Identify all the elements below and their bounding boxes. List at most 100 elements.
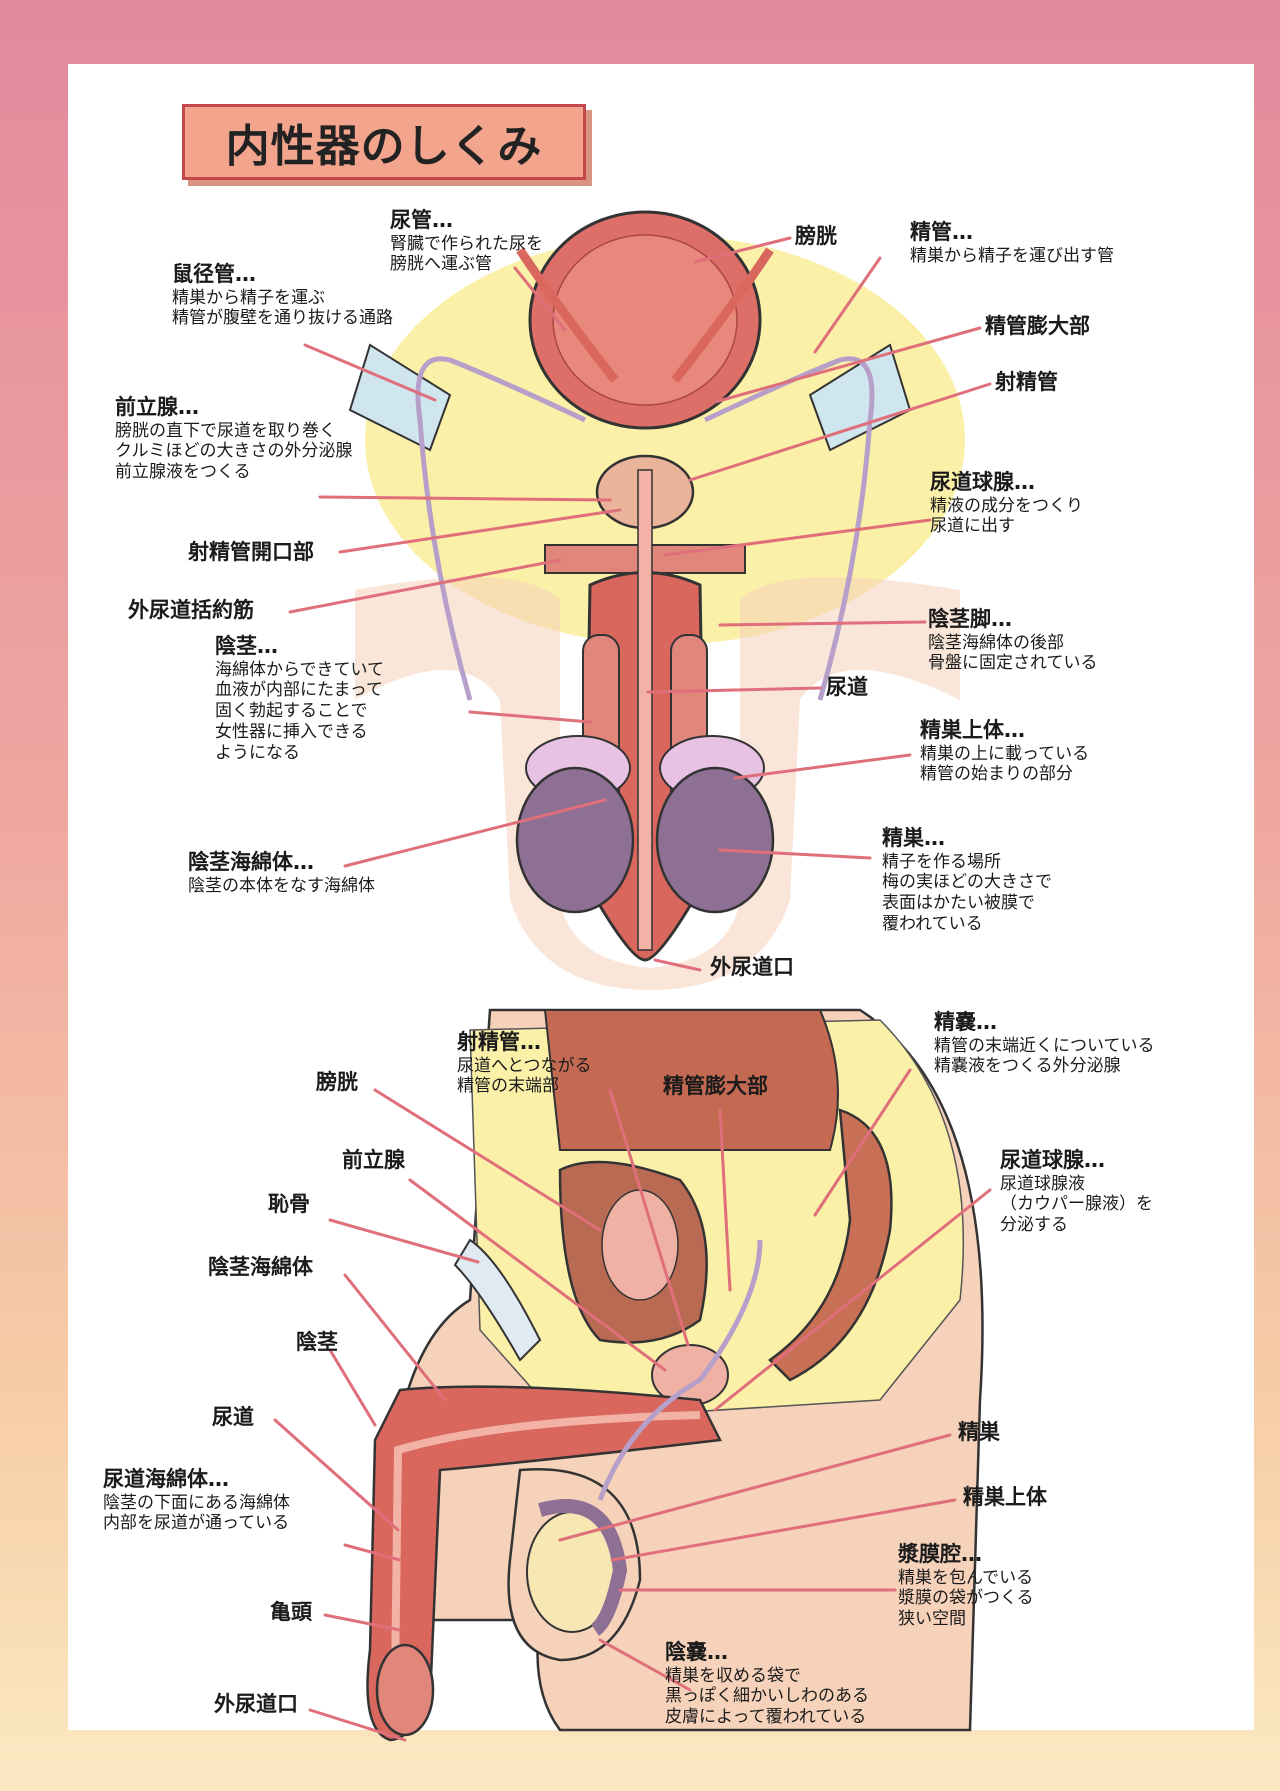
leader-bladder-front: [693, 236, 792, 264]
front_view-label-heading: 前立腺…: [115, 395, 199, 419]
front_view-label-desc-line: 梅の実ほどの大きさで: [882, 872, 1052, 893]
front_view-label-heading: 外尿道口: [710, 955, 794, 979]
front_view-label-desc-line: 骨盤に固定されている: [928, 653, 1098, 674]
leader-prostate-side: [408, 1178, 667, 1372]
side_view-label-desc-line: 陰茎の下面にある海綿体: [103, 1492, 290, 1513]
side_view-label-12: 尿道海綿体…陰茎の下面にある海綿体内部を尿道が通っている: [103, 1467, 290, 1534]
side_view-label-heading: 精巣: [958, 1420, 1000, 1444]
front_view-label-desc-line: 血液が内部にたまって: [215, 680, 383, 701]
side-view-diagram: [366, 1008, 984, 1742]
front_view-label-7: 尿道球腺…精液の成分をつくり尿道に出す: [930, 470, 1083, 537]
side_view-label-8: 陰茎: [296, 1330, 338, 1356]
front_view-label-15: 精巣…精子を作る場所梅の実ほどの大きさで表面はかたい被膜で覆われている: [882, 826, 1052, 935]
front_view-label-heading: 精管…: [910, 220, 973, 244]
front_view-label-heading: 陰茎…: [215, 634, 278, 658]
ureter-right: [671, 247, 774, 383]
side_view-label-desc-line: 漿膜の袋がつくる: [898, 1588, 1034, 1609]
front_view-label-heading: 射精管: [995, 370, 1058, 394]
side_view-label-16: 外尿道口: [214, 1692, 298, 1718]
side_view-label-5: 尿道球腺…尿道球腺液（カウパー腺液）を分泌する: [1000, 1148, 1153, 1236]
leader-inguinal-front: [303, 343, 437, 402]
front_view-label-desc-line: 精子を作る場所: [882, 851, 1001, 872]
vas-deferens-side: [597, 1239, 763, 1501]
front_view-label-9: 外尿道括約筋: [128, 598, 254, 624]
front_view-label-desc-line: 覆われている: [882, 913, 983, 934]
leader-penis-side: [328, 1348, 377, 1427]
side_view-label-desc-line: 黒っぽく細かいしわのある: [665, 1686, 869, 1707]
inguinal-canal-right: [808, 343, 912, 452]
testis-right: [655, 766, 775, 914]
leader-scrotum-side: [598, 1638, 692, 1692]
urethra-front: [637, 469, 653, 951]
leader-bulbourethral-front: [663, 518, 932, 557]
leader-cavernosum-side: [343, 1273, 447, 1402]
front_view-label-desc-line: 海綿体からできていて: [215, 659, 384, 680]
side_view-label-heading: 精管膨大部: [663, 1074, 768, 1098]
leader-pubic-side: [328, 1218, 480, 1264]
front-view-diagram: [348, 210, 965, 990]
front_view-label-desc-line: クルミほどの大きさの外分泌腺: [115, 441, 353, 462]
side_view-label-10: 精巣: [958, 1420, 1000, 1446]
side_view-label-15: 陰嚢…精巣を収める袋で黒っぽく細かいしわのある皮膚によって覆われている: [665, 1640, 869, 1728]
leader-lines: [273, 236, 992, 1742]
side_view-label-desc-line: 精巣を収める袋で: [665, 1665, 801, 1686]
testis-left: [515, 766, 635, 914]
front_view-label-4: 精管膨大部: [985, 314, 1090, 340]
side_view-label-heading: 亀頭: [270, 1600, 312, 1624]
side_view-label-heading: 射精管…: [457, 1030, 541, 1054]
front_view-label-heading: 膀胱: [795, 224, 837, 248]
leader-ejac-duct-side: [608, 1088, 690, 1347]
leader-urethra-side: [273, 1418, 400, 1532]
front_view-label-desc-line: 尿道に出す: [930, 516, 1015, 537]
side_view-label-heading: 前立腺: [342, 1148, 405, 1172]
front_view-label-5: 射精管: [995, 370, 1058, 396]
side_view-label-heading: 尿道: [212, 1405, 254, 1429]
front_view-label-desc-line: 女性器に挿入できる: [215, 721, 368, 742]
bladder-inner: [552, 234, 738, 406]
side_view-label-heading: 恥骨: [268, 1192, 310, 1216]
side_view-label-9: 尿道: [212, 1405, 254, 1431]
side_view-label-desc-line: 尿道球腺液: [1000, 1173, 1085, 1194]
leader-crus-front: [718, 620, 927, 627]
urethra-side: [391, 1411, 701, 1681]
front_view-label-desc-line: 精巣から精子を運ぶ: [172, 287, 325, 308]
side_view-label-6: 恥骨: [268, 1192, 310, 1218]
side_view-label-heading: 外尿道口: [214, 1692, 298, 1716]
front_view-label-desc-line: 精巣の上に載っている: [920, 743, 1090, 764]
side_view-label-desc-line: 精嚢液をつくる外分泌腺: [934, 1056, 1121, 1077]
front_view-label-desc-line: 腎臓で作られた尿を: [390, 233, 543, 254]
leader-meatus-side: [308, 1708, 407, 1742]
front_view-label-heading: 尿道: [826, 675, 868, 699]
leader-spongiosum-side: [343, 1543, 402, 1562]
front_view-label-10: 陰茎脚…陰茎海綿体の後部骨盤に固定されている: [928, 607, 1098, 674]
leader-urethra-front: [646, 686, 822, 694]
front_view-label-heading: 尿管…: [390, 208, 453, 232]
side_view-label-desc-line: 精管の末端部: [457, 1076, 559, 1097]
side_view-label-heading: 精巣上体: [963, 1485, 1047, 1509]
pelvic-background: [365, 235, 965, 645]
front_view-label-heading: 陰茎海綿体…: [188, 850, 314, 874]
front_view-label-heading: 射精管開口部: [188, 540, 314, 564]
glans: [375, 1643, 435, 1737]
front_view-label-desc-line: 精管の始まりの部分: [920, 764, 1073, 785]
front_view-label-heading: 精管膨大部: [985, 314, 1090, 338]
lower-body-outline: [355, 577, 960, 990]
side_view-label-desc-line: 内部を尿道が通っている: [103, 1513, 290, 1534]
leader-epididymis-front: [733, 753, 912, 780]
leader-ureter-front: [513, 266, 567, 332]
leader-ejac-opening-front: [338, 508, 622, 554]
side_view-label-heading: 漿膜腔…: [898, 1542, 982, 1566]
front_view-label-3: 鼠径管…精巣から精子を運ぶ精管が腹壁を通り抜ける通路: [172, 262, 393, 329]
front_view-label-1: 膀胱: [795, 224, 837, 250]
front_view-label-desc-line: 陰茎の本体をなす海綿体: [188, 875, 375, 896]
leader-bulbourethral-side: [713, 1188, 992, 1412]
side_view-label-heading: 尿道海綿体…: [103, 1467, 229, 1491]
side_view-label-heading: 膀胱: [316, 1070, 358, 1094]
front_view-label-2: 精管…精巣から精子を運び出す管: [910, 220, 1114, 266]
front_view-label-11: 陰茎…海綿体からできていて血液が内部にたまって固く勃起することで女性器に挿入でき…: [215, 634, 384, 763]
side_view-label-heading: 陰嚢…: [665, 1640, 728, 1664]
front_view-label-heading: 尿道球腺…: [930, 470, 1035, 494]
side_view-label-4: 前立腺: [342, 1148, 405, 1174]
leader-penis-front: [468, 710, 592, 724]
